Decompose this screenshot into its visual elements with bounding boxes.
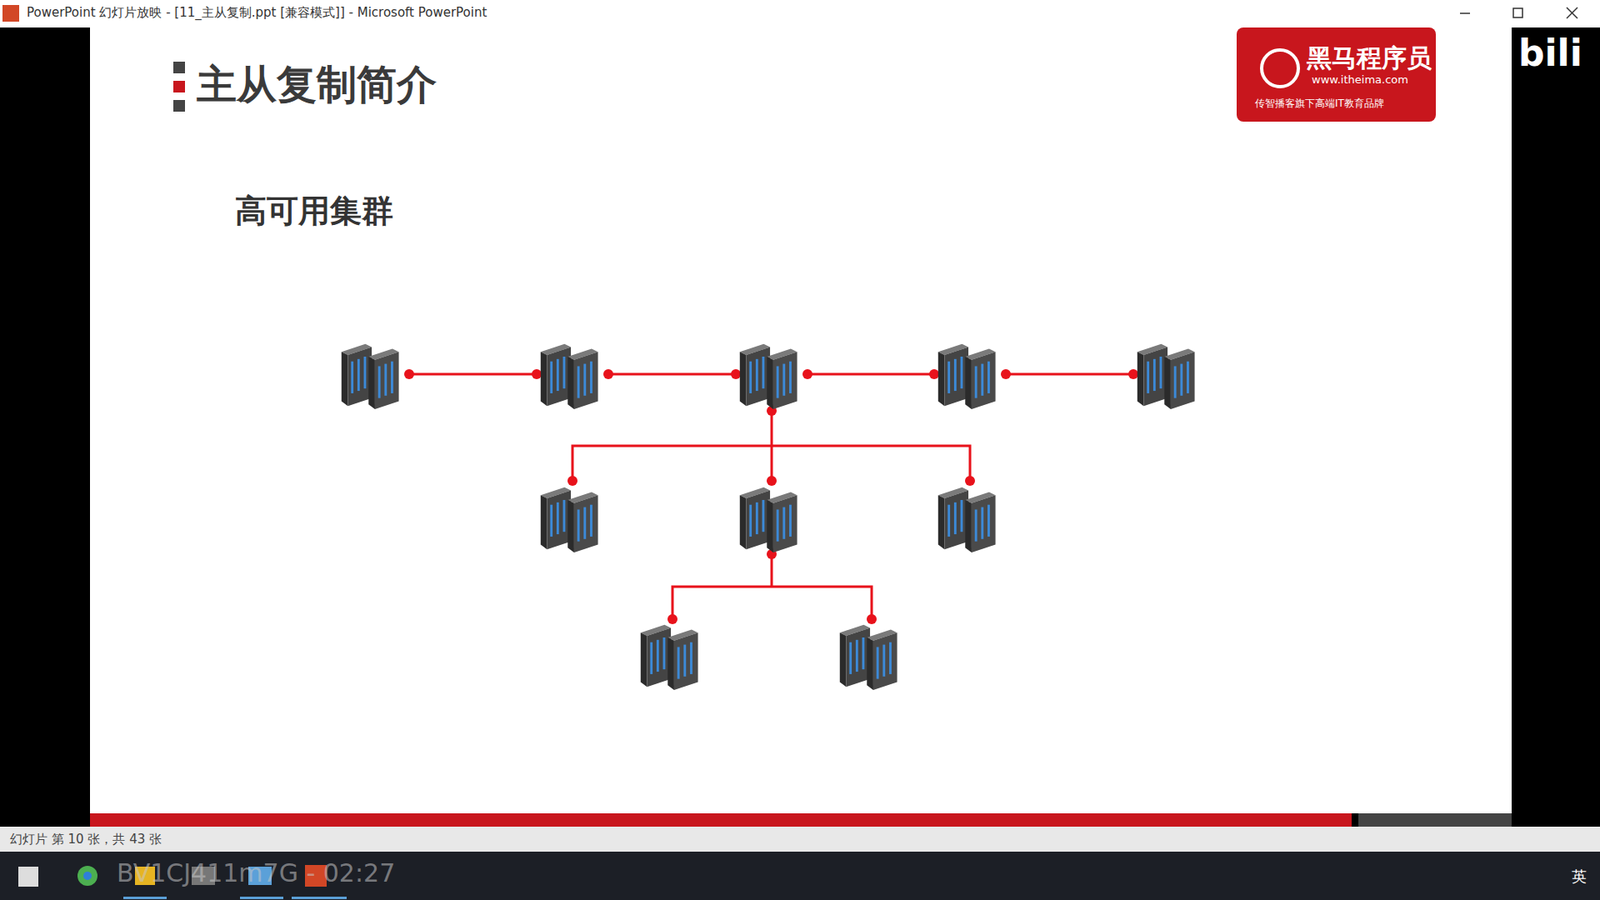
logo-url: www.itheima.com <box>1311 73 1409 86</box>
status-text: 幻灯片 第 10 张，共 43 张 <box>10 831 162 848</box>
input-indicator: 英 <box>1571 866 1587 887</box>
logo-name: 黑马程序员 <box>1306 41 1432 76</box>
watermark-logo: bili <box>1518 31 1583 75</box>
window-title: PowerPoint 幻灯片放映 - [11_主从复制.ppt [兼容模式]] … <box>26 5 487 21</box>
slide-title: 主从复制简介 <box>196 58 437 112</box>
video-watermark: BV1CJ411m7G - 02:27 <box>116 858 395 888</box>
logo-slogan: 传智播客旗下高端IT教育品牌 <box>1255 96 1385 111</box>
slide-subtitle: 高可用集群 <box>235 190 394 233</box>
